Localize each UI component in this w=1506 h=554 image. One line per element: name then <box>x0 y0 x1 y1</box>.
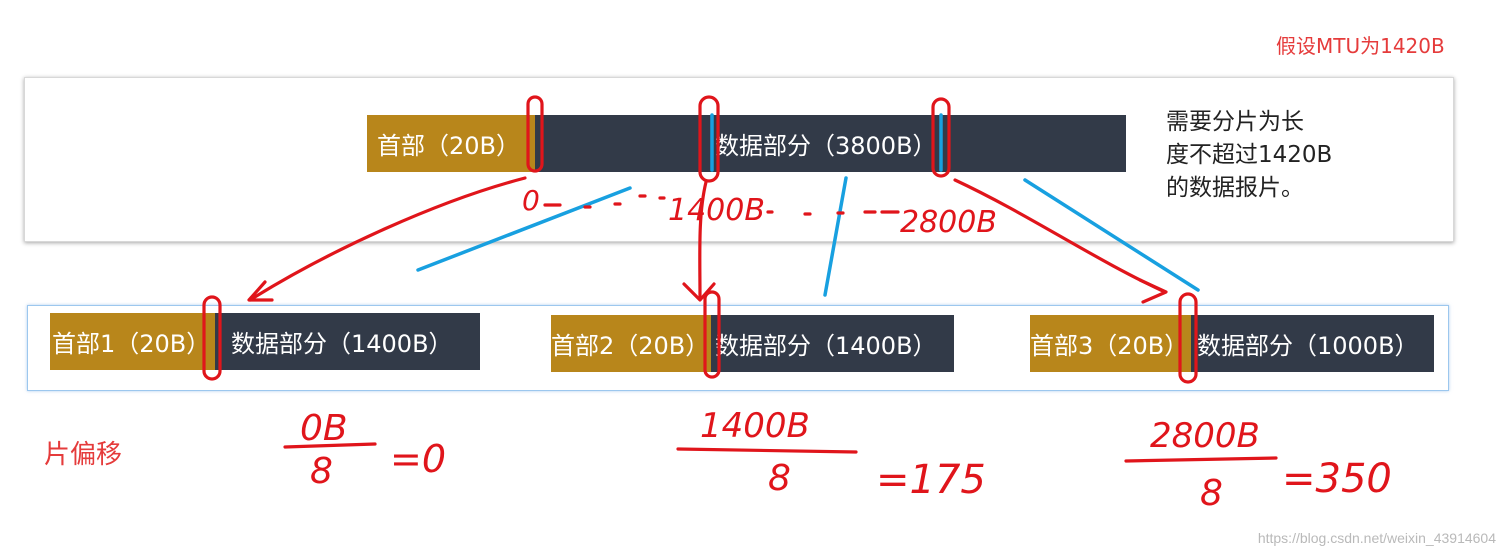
original-header-label: 首部（20B） <box>377 132 521 160</box>
offset-marker-0: 0 <box>522 184 540 217</box>
fragment-3-data-segment: 数据部分（1000B） <box>1191 315 1434 372</box>
fragment-offset-label: 片偏移 <box>44 440 123 470</box>
fragment-2-data-label: 数据部分（1400B） <box>715 332 937 360</box>
fragment-1-data-segment: 数据部分（1400B） <box>215 313 480 370</box>
fragment-2-boundary-marker <box>703 290 721 379</box>
offset-marker-2800: 2800B <box>900 205 997 240</box>
fragment-3-header-label: 首部3（20B） <box>1030 332 1189 360</box>
calc-3-denominator: 8 <box>1200 473 1223 514</box>
blue-connector-left <box>416 186 632 272</box>
arrow-head-3 <box>1138 278 1168 304</box>
fragment-1-data-label: 数据部分（1400B） <box>231 330 453 358</box>
split-marker-2800 <box>931 97 951 178</box>
calc-1-numerator: 0B <box>300 408 348 449</box>
original-data-segment: 数据部分（3800B） <box>535 115 1126 172</box>
calc-2-result: =175 <box>876 457 986 503</box>
blue-connector-middle <box>823 176 848 297</box>
split-marker-1400 <box>698 95 720 183</box>
fragment-2-header-label: 首部2（20B） <box>551 332 710 360</box>
fragment-2-header-segment: 首部2（20B） <box>551 315 711 372</box>
calc-1-result: =0 <box>390 437 446 481</box>
fragment-3-boundary-marker <box>1178 292 1198 384</box>
calc-1-fraction-bar <box>283 442 377 449</box>
fragment-2-data-segment: 数据部分（1400B） <box>711 315 954 372</box>
calc-3-fraction-bar <box>1124 456 1278 463</box>
fragment-3-data-label: 数据部分（1000B） <box>1197 332 1419 360</box>
blue-connector-right <box>1023 178 1200 292</box>
calc-2-numerator: 1400B <box>700 406 810 446</box>
original-data-label: 数据部分（3800B） <box>715 132 937 160</box>
fragmentation-requirement-text: 需要分片为长 度不超过1420B 的数据报片。 <box>1166 109 1333 201</box>
calc-1-denominator: 8 <box>310 451 333 492</box>
split-marker-start <box>526 95 544 173</box>
fragment-1-boundary-marker <box>202 295 222 381</box>
offset-dotted-scale <box>543 194 900 216</box>
arrow-head-2 <box>682 282 716 302</box>
fragment-1-header-segment: 首部1（20B） <box>50 313 215 370</box>
calc-2-fraction-bar <box>676 447 858 454</box>
original-header-segment: 首部（20B） <box>367 115 535 172</box>
fragment-1-header-label: 首部1（20B） <box>52 330 211 358</box>
mtu-note: 假设MTU为1420B <box>1276 34 1445 58</box>
calc-3-result: =350 <box>1282 456 1392 502</box>
watermark: https://blog.csdn.net/weixin_43914604 <box>1257 530 1496 546</box>
arrow-to-fragment-1 <box>248 176 527 302</box>
calc-2-denominator: 8 <box>768 458 791 499</box>
calc-3-numerator: 2800B <box>1150 416 1260 456</box>
arrow-head-1 <box>247 280 274 302</box>
fragment-3-header-segment: 首部3（20B） <box>1030 315 1191 372</box>
arrow-to-fragment-2 <box>698 180 708 300</box>
offset-marker-1400: 1400B <box>668 193 765 228</box>
